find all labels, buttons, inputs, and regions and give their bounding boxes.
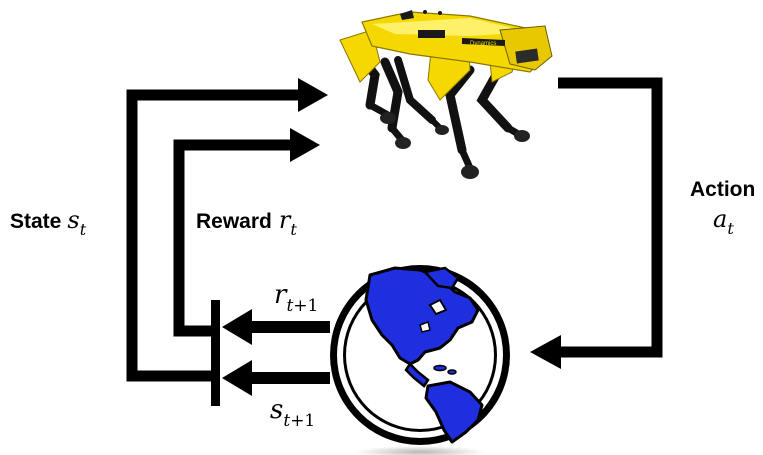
reward-var: r — [279, 206, 292, 234]
robot-dog-image: Dynamics — [339, 10, 553, 179]
next-reward-arrow — [222, 309, 330, 345]
action-var: a — [713, 205, 727, 233]
next-state-var: s — [270, 395, 283, 425]
state-sub: t — [80, 220, 87, 239]
next-state-arrow — [222, 360, 330, 396]
action-label: Action at — [690, 178, 755, 238]
reward-feedback-arrow — [173, 139, 292, 337]
next-reward-sub-rest: +1 — [293, 296, 318, 316]
next-reward-var: r — [274, 280, 288, 310]
state-arrowhead — [298, 78, 328, 112]
next-state-sub-var: t — [283, 411, 290, 431]
junction-bar — [211, 300, 220, 406]
svg-text:Dynamics: Dynamics — [470, 41, 496, 47]
state-var: s — [67, 206, 79, 234]
action-sub: t — [727, 219, 734, 238]
reward-word: Reward — [196, 210, 272, 233]
next-state-sub-rest: +1 — [290, 411, 315, 431]
reward-sub: t — [290, 220, 297, 239]
next-state-label: st+1 — [270, 395, 315, 431]
state-word: State — [10, 210, 61, 233]
next-reward-label: rt+1 — [274, 280, 318, 316]
globe-image — [330, 265, 510, 455]
svg-text:at: at — [713, 205, 734, 238]
next-reward-sub-var: t — [286, 296, 293, 316]
reward-arrowhead — [290, 128, 320, 162]
svg-text:rt+1: rt+1 — [274, 280, 318, 316]
svg-text:st+1: st+1 — [270, 395, 315, 431]
state-feedback-arrow — [126, 89, 300, 382]
action-word: Action — [690, 178, 755, 201]
action-arrow — [558, 77, 663, 358]
action-arrowhead — [530, 335, 561, 369]
